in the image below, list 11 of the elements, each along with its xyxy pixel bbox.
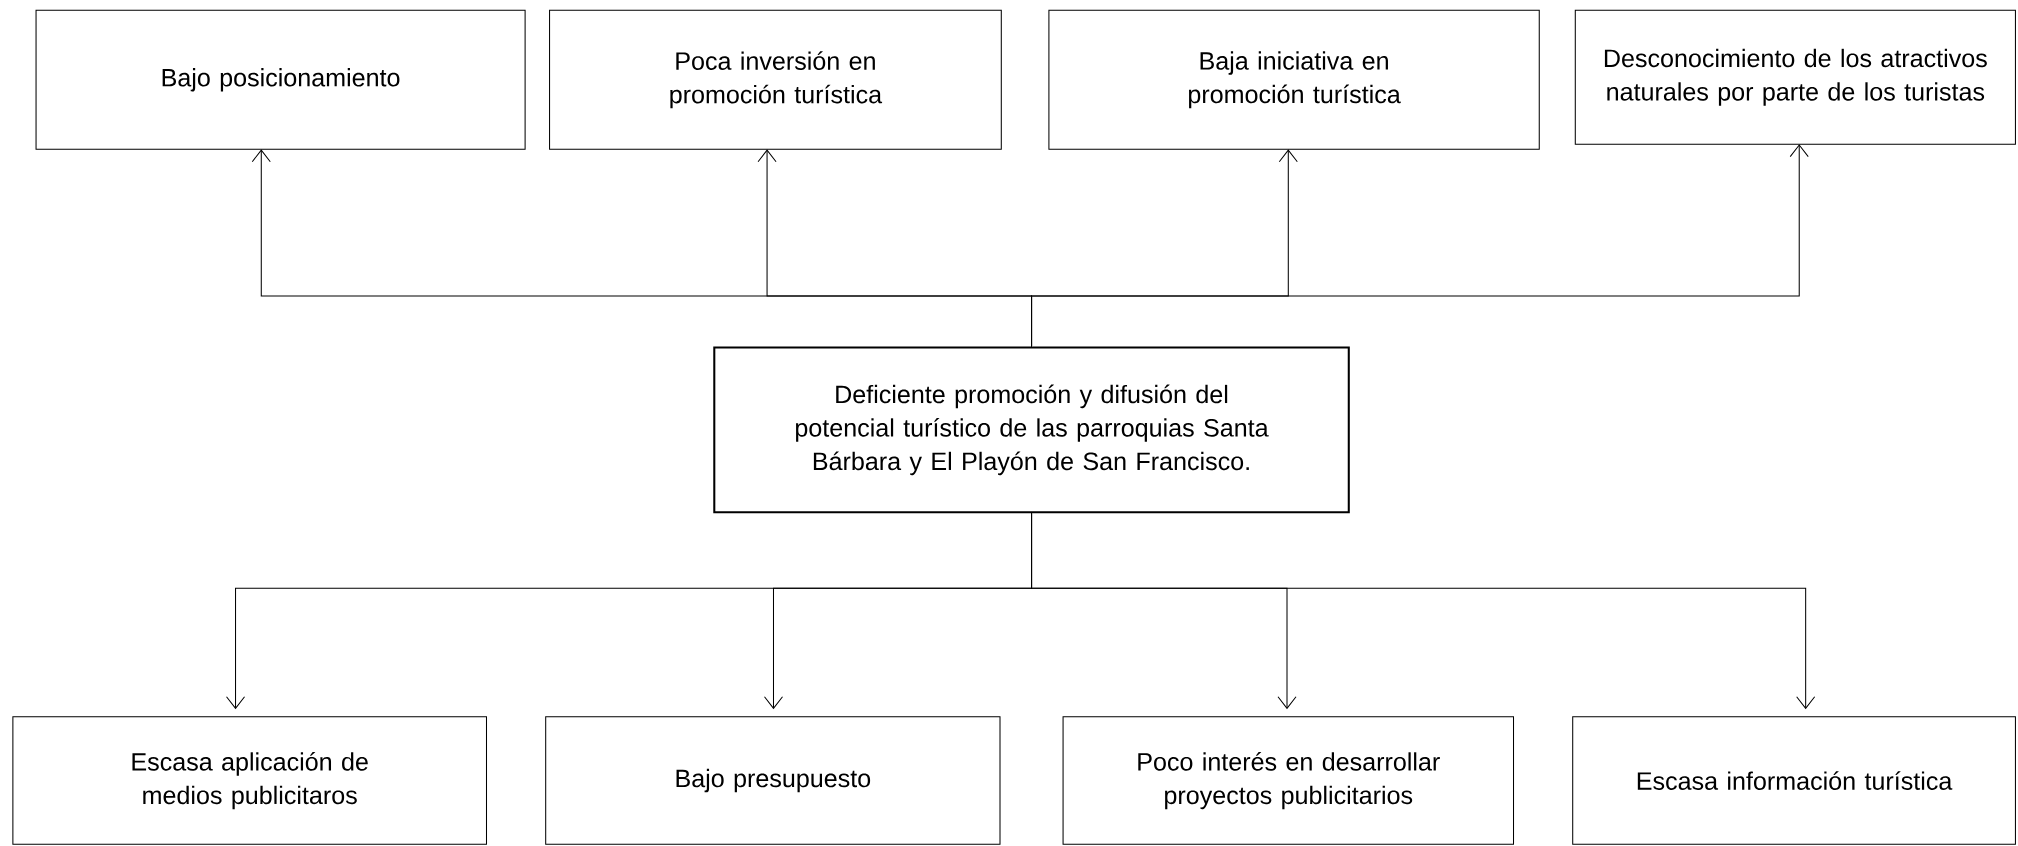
cause-effect-box: Baja iniciativa en promoción turística [1048,10,1540,151]
cause-effect-box: Poca inversión en promoción turística [549,10,1002,151]
cause-effect-box: Escasa aplicación de medios publicitaros [12,716,487,845]
cause-effect-box: Escasa información turística [1572,716,2016,845]
cause-effect-box: Bajo posicionamiento [35,10,526,151]
cause-effect-box: Bajo presupuesto [545,716,1001,845]
arrow [1031,144,1809,348]
problem-box: Deficiente promoción y difusión del potencial turístico de las parroquias Santa Bárbara y El Playón de San Francisco. [713,346,1350,514]
arrow [1031,512,1816,710]
cause-effect-box: Desconocimiento de los atractivos naturales por parte de los turistas [1574,10,2016,145]
cause-effect-box: Poco interés en desarrollar proyectos publicitarios [1062,716,1515,845]
